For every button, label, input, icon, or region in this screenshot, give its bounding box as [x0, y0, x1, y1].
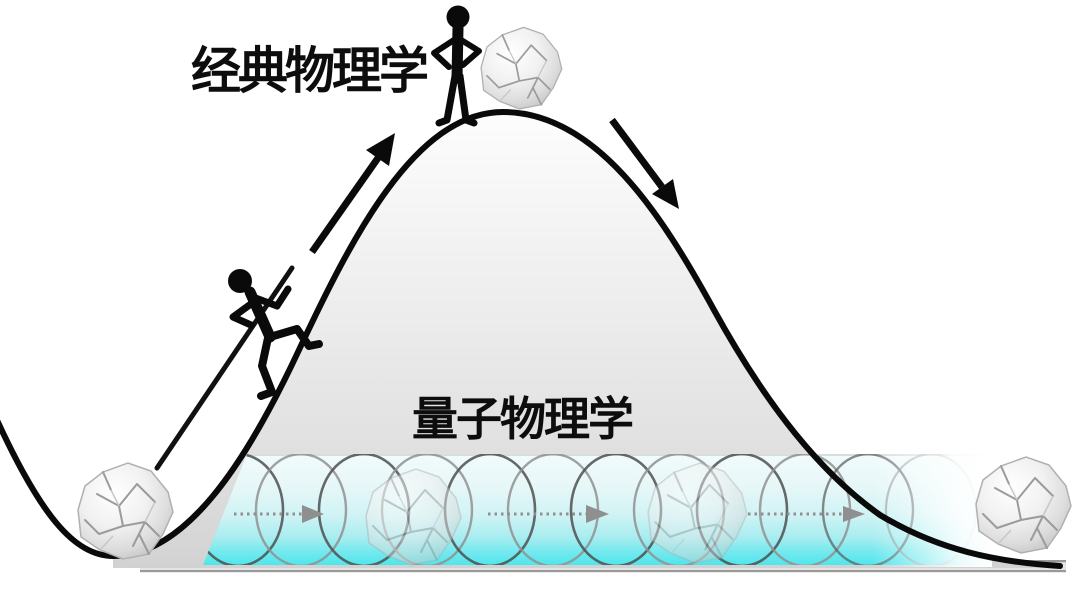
dotted-arrow-icon — [488, 505, 609, 523]
ascent-arrow-icon — [309, 133, 395, 255]
dotted-arrow-icon — [234, 505, 324, 523]
quantum-physics-label: 量子物理学 — [412, 393, 634, 445]
tunneling-direction-dotted-arrows — [234, 505, 865, 523]
climbing-stick-figure — [228, 269, 323, 400]
descent-arrow-icon — [609, 117, 679, 209]
standing-stick-figure — [431, 5, 482, 127]
dotted-arrow-icon — [748, 506, 865, 522]
classical-physics-label: 经典物理学 — [191, 43, 429, 99]
paper-ball-summit-icon — [480, 26, 563, 110]
